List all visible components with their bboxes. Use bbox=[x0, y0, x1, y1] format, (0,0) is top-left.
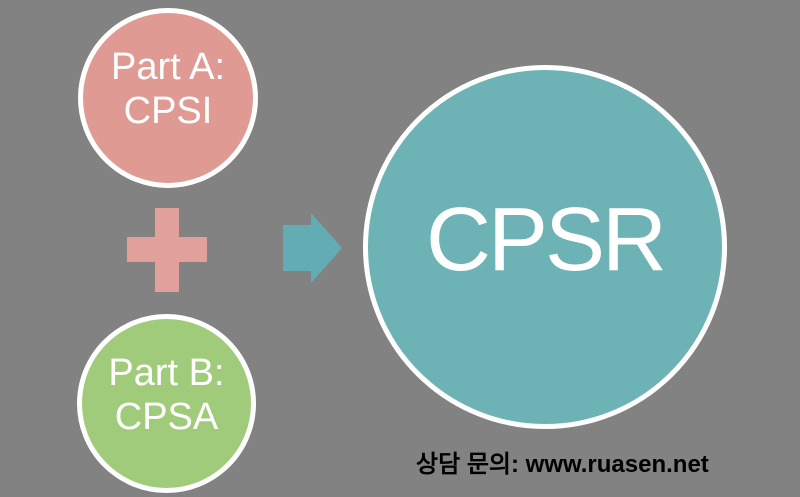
part-a-label-line2: CPSI bbox=[123, 90, 213, 132]
part-a-label-line1: Part A: bbox=[110, 46, 226, 88]
part-b-circle: Part B: CPSA bbox=[77, 314, 256, 493]
part-b-label: Part B: CPSA bbox=[108, 351, 224, 439]
part-a-label: Part A: CPSI bbox=[111, 45, 225, 133]
footer-contact-text: 상담 문의: www.ruasen.net bbox=[416, 451, 709, 478]
part-a-circle: Part A: CPSI bbox=[78, 8, 258, 188]
cpsr-circle: CPSR bbox=[363, 65, 727, 429]
arrow-right-icon bbox=[283, 213, 342, 283]
part-b-label-line1: Part B: bbox=[108, 351, 225, 394]
part-b-label-line2: CPSA bbox=[114, 395, 219, 438]
cpsr-label: CPSR bbox=[425, 189, 667, 290]
plus-icon bbox=[127, 208, 207, 292]
